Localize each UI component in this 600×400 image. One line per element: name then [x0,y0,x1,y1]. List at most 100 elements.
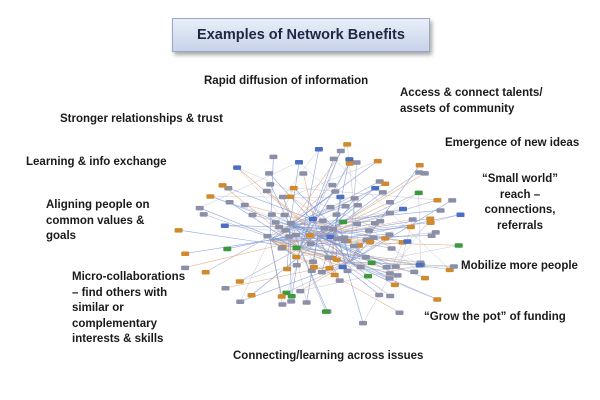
network-edge [199,161,300,209]
network-edge [289,205,346,226]
network-edge [286,220,323,269]
network-node [433,297,442,302]
network-node [370,221,379,226]
network-edge [312,218,351,263]
network-edge [269,239,354,246]
network-edge [282,227,336,248]
network-edge [298,161,426,279]
benefit-micro-line-5: interests & skills [72,333,164,345]
network-edge [290,160,378,197]
network-edge [236,167,330,269]
network-node [295,160,303,165]
network-edge [299,187,376,249]
network-edge [289,162,300,226]
network-edge [199,207,301,249]
network-node [345,157,354,162]
network-edge [317,235,338,239]
network-node [420,171,429,176]
network-node [330,272,339,278]
network-node [267,212,276,217]
network-node [296,288,305,294]
benefit-connecting-issues: Connecting/learning across issues [233,350,424,362]
network-node [449,264,458,269]
network-node [376,219,385,224]
network-node [332,257,341,262]
network-node [174,228,183,233]
network-edge [317,208,404,237]
network-edge [347,265,454,271]
network-node [321,309,330,314]
network-node [292,232,300,238]
network-edge [335,159,350,192]
network-edge [334,171,420,229]
network-node [385,276,394,281]
network-node [218,183,227,188]
network-node [280,212,289,218]
network-node [308,216,317,222]
network-edge [332,227,336,258]
network-node [352,160,361,165]
network-edge [289,224,408,242]
benefit-small-world-line-3: connections, [484,204,556,216]
network-edge [389,218,431,274]
network-edge [267,208,404,237]
network-edge [285,224,291,231]
network-edge [389,241,403,274]
network-node [408,217,417,222]
network-edge [317,226,411,237]
network-node [336,194,345,200]
network-edge [334,191,383,229]
network-edge [205,224,291,273]
network-node [338,264,347,270]
network-node [235,279,244,284]
network-edge [237,167,390,235]
network-edge [244,204,336,229]
network-edge [317,235,367,241]
network-node [282,290,291,296]
network-edge [311,261,351,271]
network-edge [210,196,355,199]
network-edge [299,231,436,249]
network-edge [289,224,331,238]
network-node [415,262,424,268]
network-node [375,179,384,184]
network-node [414,190,423,196]
network-node [426,220,435,225]
network-edge [317,235,398,276]
network-edge [299,150,342,249]
network-edge [299,214,461,249]
network-edge [289,184,333,226]
network-edge [373,237,420,266]
network-edge [296,247,301,266]
network-edge [299,192,419,249]
network-node [224,186,233,191]
network-node [317,269,326,275]
network-edge [275,222,301,249]
network-node [325,266,334,271]
network-node [448,198,457,203]
network-edge [289,143,348,226]
network-edge [289,206,331,226]
benefit-aligning-line-1: Aligning people on [46,199,150,211]
network-node [364,273,372,279]
network-edge [418,192,421,263]
network-node [356,264,365,270]
network-edge [291,247,301,297]
network-node [248,212,257,218]
benefit-small-world: “Small world” reach – connections, refer… [470,172,570,234]
network-node [366,239,375,245]
benefit-small-world-line-2: reach – [499,188,541,201]
network-edge [394,219,413,285]
network-edge [321,227,336,273]
network-node [336,148,345,154]
network-edge [282,246,390,274]
network-edge [373,237,392,249]
network-edge [299,247,450,270]
network-node [354,243,363,248]
network-node [421,275,429,281]
network-node [292,263,301,268]
network-edge [290,222,387,268]
network-node [332,212,341,217]
network-node [328,182,337,188]
network-node [426,216,435,221]
